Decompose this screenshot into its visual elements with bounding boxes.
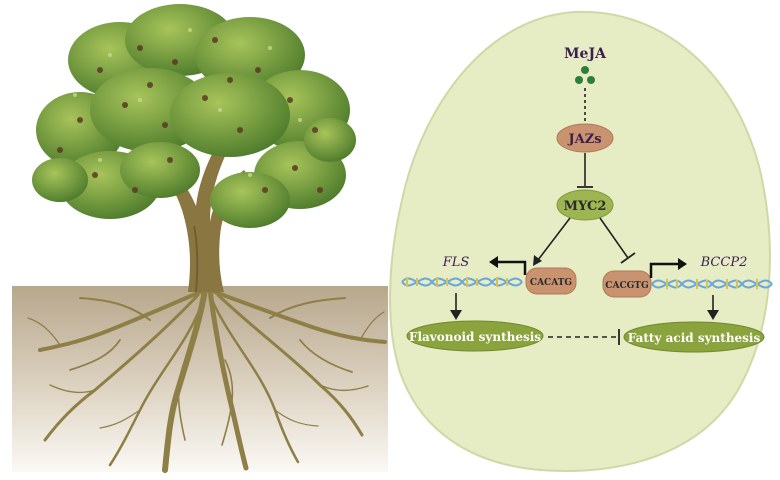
bccp2-gene-label: BCCP2	[700, 255, 748, 270]
fatty-acid-synthesis-node	[623, 321, 765, 353]
fls-gene-label: FLS	[442, 255, 470, 270]
jazs-label: JAZs	[567, 132, 601, 147]
dna-helix-icon	[401, 277, 523, 287]
tree-foliage	[32, 4, 356, 228]
cacgtg-label: CACGTG	[605, 281, 648, 291]
meja-label: MeJA	[564, 46, 607, 62]
promoter-arrow-icon	[495, 260, 527, 275]
flavonoid-synthesis-label: Flavonoid synthesis	[409, 330, 541, 344]
promoter-arrow-right-icon	[649, 262, 680, 278]
olive-fruits	[57, 37, 323, 193]
myc2-node	[556, 189, 614, 221]
tree-illustration	[12, 4, 388, 473]
myc2-inhibits-right	[599, 217, 629, 259]
cacgtg-motif	[602, 270, 652, 298]
cacatg-label: CACATG	[530, 278, 572, 288]
root-system	[27, 287, 387, 473]
fatty-acid-synthesis-label: Fatty acid synthesis	[628, 331, 761, 345]
myc2-label: MYC2	[564, 199, 607, 214]
jazs-node	[556, 123, 614, 153]
cacatg-motif	[525, 267, 577, 295]
dna-helix-right-icon	[651, 279, 773, 289]
flavonoid-synthesis-node	[406, 320, 544, 352]
pathway-diagram: MeJA JAZs MYC2	[389, 10, 773, 472]
myc2-activates-left	[537, 217, 571, 261]
signal-dots-icon	[575, 66, 595, 84]
cell-outline	[389, 10, 771, 472]
